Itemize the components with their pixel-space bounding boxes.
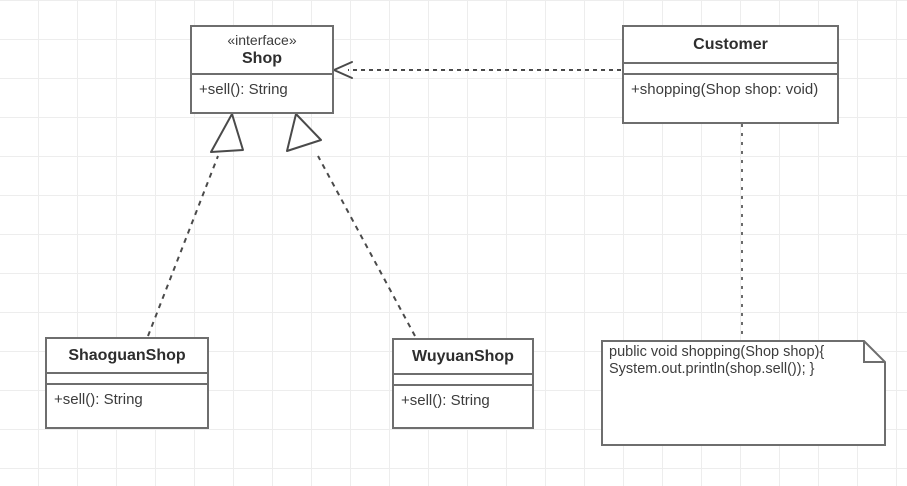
class-header-customer: Customer [624, 27, 837, 64]
class-header-wuyuanshop: WuyuanShop [394, 340, 532, 375]
class-box-wuyuanshop[interactable]: WuyuanShop +sell(): String [392, 338, 534, 429]
hollow-triangle-icon [286, 113, 322, 152]
operation-item: +sell(): String [199, 81, 288, 98]
hollow-triangle-icon [210, 113, 244, 153]
operation-item: +shopping(Shop shop: void) [631, 81, 819, 98]
note-text: public void shopping(Shop shop){ System.… [609, 344, 825, 377]
operations-compartment-shaoguanshop: +sell(): String [47, 385, 207, 427]
realization-wuyuan-shop[interactable] [286, 113, 416, 337]
attributes-compartment-shaoguanshop [47, 374, 207, 385]
open-arrowhead-icon [333, 61, 353, 79]
realization-line [147, 155, 219, 337]
operations-compartment-customer: +shopping(Shop shop: void) [624, 75, 837, 125]
stereotype-label: «interface» [227, 32, 297, 48]
attributes-compartment-customer [624, 64, 837, 75]
operations-compartment-wuyuanshop: +sell(): String [394, 386, 532, 427]
dependency-customer-shop[interactable] [333, 61, 621, 79]
class-name-label: Shop [242, 50, 282, 67]
class-box-customer[interactable]: Customer +shopping(Shop shop: void) [622, 25, 839, 124]
class-box-shaoguanshop[interactable]: ShaoguanShop +sell(): String [45, 337, 209, 429]
note-box[interactable]: public void shopping(Shop shop){ System.… [601, 340, 886, 446]
class-name-label: Customer [693, 36, 768, 53]
note-shape-icon [601, 340, 886, 446]
attributes-compartment-wuyuanshop [394, 375, 532, 386]
class-name-label: ShaoguanShop [68, 347, 186, 364]
class-header-shop: «interface» Shop [192, 27, 332, 75]
realization-shaoguan-shop[interactable] [147, 113, 244, 337]
class-header-shaoguanshop: ShaoguanShop [47, 339, 207, 374]
operations-compartment-shop: +sell(): String [192, 75, 332, 111]
operation-item: +sell(): String [401, 392, 490, 409]
operation-item: +sell(): String [54, 391, 143, 408]
class-box-shop[interactable]: «interface» Shop +sell(): String [190, 25, 334, 114]
realization-line [317, 155, 416, 337]
class-name-label: WuyuanShop [412, 348, 514, 365]
